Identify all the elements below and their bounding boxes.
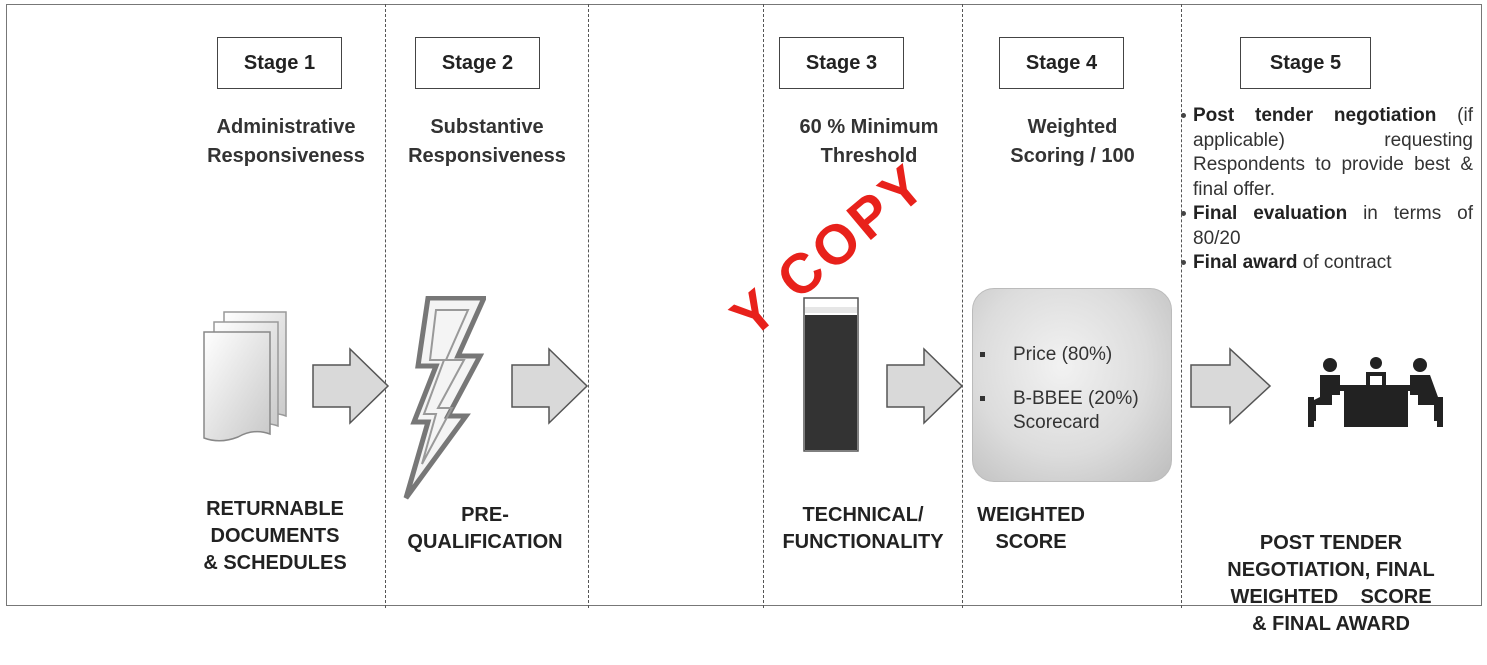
divider [385,4,386,608]
bullet-icon [1181,260,1186,265]
arrow-right-icon [312,347,390,425]
bullet-icon [1181,113,1186,118]
arrow-right-icon [886,347,964,425]
stage-5-label: Stage 5 [1240,37,1371,89]
score-item-price: Price (80%) [1013,344,1113,365]
divider [962,4,963,608]
stage-1-label: Stage 1 [217,37,342,89]
list-item: Final award of contract [1181,251,1473,276]
bullet-icon [980,352,985,357]
diagram-frame [6,4,1482,606]
meeting-icon [1308,357,1443,427]
stage-5-bullet-list: Post tender negotiation (if applicable) … [1181,104,1473,276]
threshold-bar-icon [803,297,859,452]
stage-2-caption: PRE-QUALIFICATION [407,504,563,553]
divider [588,4,589,608]
stage-2-label: Stage 2 [415,37,540,89]
stage-3-caption: TECHNICAL/FUNCTIONALITY [782,504,944,553]
arrow-right-icon [511,347,589,425]
lightning-icon [403,296,486,500]
weighted-score-box [972,288,1172,482]
arrow-right-icon [1190,347,1272,425]
stage-3-label: Stage 3 [779,37,904,89]
bullet-icon [980,396,985,401]
bullet-icon [1181,211,1186,216]
score-item-bbbee: B-BBEE (20%) [1013,388,1139,409]
divider [763,4,764,608]
list-item: Post tender negotiation (if applicable) … [1181,104,1473,202]
divider [1181,4,1182,608]
stage-4-label: Stage 4 [999,37,1124,89]
documents-icon [203,311,287,442]
list-item: Final evaluation in terms of 80/20 [1181,202,1473,251]
score-item-scorecard: Scorecard [1013,412,1100,433]
